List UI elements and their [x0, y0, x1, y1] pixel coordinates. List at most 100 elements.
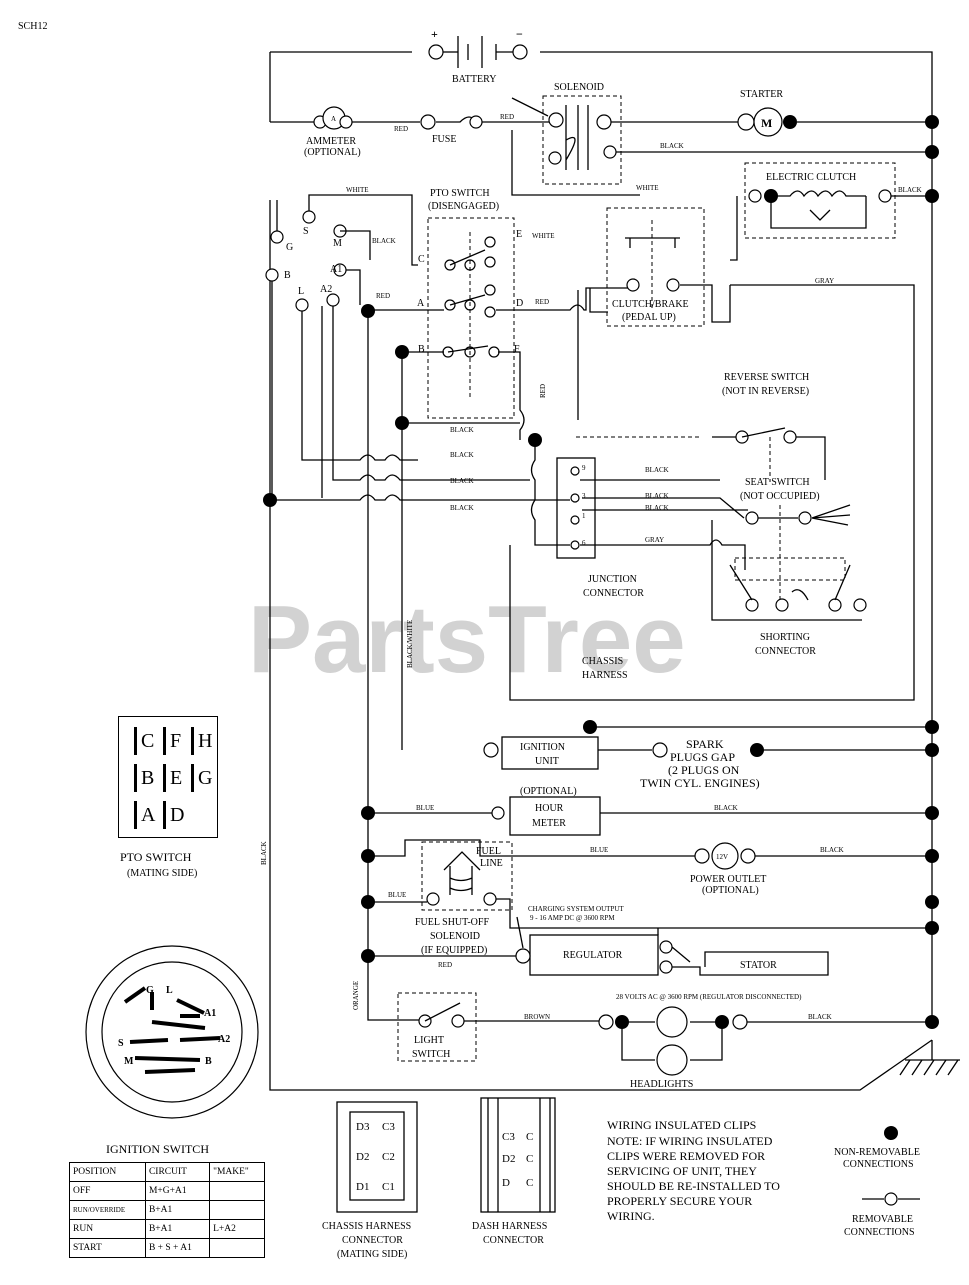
ammeter-label: AMMETER	[306, 136, 356, 147]
junction-label: JUNCTION	[588, 574, 637, 585]
pto-mating-d: D	[163, 801, 189, 829]
pto-mating-title: PTO SWITCH	[120, 850, 192, 864]
fuse	[420, 114, 436, 130]
wire-label-black-6: BLACK	[450, 504, 474, 512]
wire-label-red-3: RED	[376, 292, 390, 300]
pto-mating-a: A	[134, 801, 160, 829]
wire-label-black-10: BLACK	[645, 504, 669, 512]
wire-label-black-3: BLACK	[450, 426, 474, 434]
legend-removable: REMOVABLE	[852, 1214, 913, 1225]
non-removable-dot	[884, 1126, 898, 1140]
ignition-switch-table: POSITION CIRCUIT "MAKE" OFF M+G+A1 RUN/O…	[69, 1162, 265, 1258]
headlight-2	[656, 1044, 688, 1076]
wire-label-black-4: BLACK	[450, 451, 474, 459]
wire-label-black-12: BLACK	[820, 846, 844, 854]
starter-label: STARTER	[740, 89, 783, 100]
ign-face-m: M	[124, 1056, 134, 1067]
light-switch-contact	[424, 1002, 461, 1022]
notes-block: WIRING INSULATED CLIPS NOTE: IF WIRING I…	[607, 1118, 780, 1223]
junction-label-2: CONNECTOR	[583, 588, 644, 599]
wire-label-gray-1: GRAY	[815, 277, 834, 285]
regulator-label: REGULATOR	[563, 950, 623, 961]
dhc-pin-d: D	[502, 1177, 510, 1189]
wire-label-orange: ORANGE	[352, 981, 360, 1010]
fuel-solenoid-label: FUEL SHUT-OFF	[415, 917, 489, 928]
hour-meter-optional: (OPTIONAL)	[520, 786, 577, 797]
shorting-label-2: CONNECTOR	[755, 646, 816, 657]
ignition-switch-title: IGNITION SWITCH	[106, 1142, 209, 1156]
dhc-pin-c-2: C	[526, 1153, 533, 1165]
seat-switch-sublabel: (NOT OCCUPIED)	[740, 491, 820, 502]
pto-pin-b: B	[418, 344, 425, 355]
junction-connector-box	[556, 457, 596, 559]
ign-row-position: RUN/OVERRIDE	[69, 1200, 146, 1220]
ign-header-position: POSITION	[69, 1162, 146, 1182]
fuse-label: FUSE	[432, 134, 456, 145]
pto-mating-f: F	[163, 727, 189, 755]
ign-face-b: B	[205, 1056, 212, 1067]
dhc-pin-d2: D2	[502, 1153, 515, 1165]
pto-switch-mating-grid: C F H B E G A D	[118, 716, 218, 838]
seat-switch-label: SEAT SWITCH	[745, 477, 810, 488]
ign-row-position: RUN	[69, 1219, 146, 1239]
fuel-line-label: FUEL	[476, 846, 501, 857]
jc-pin-3: 3	[582, 492, 586, 500]
power-outlet	[711, 842, 739, 870]
light-switch-label-2: SWITCH	[412, 1049, 450, 1060]
pto-switch-contacts	[442, 232, 500, 400]
shorting-label: SHORTING	[760, 632, 810, 643]
pto-mating-b: B	[134, 764, 160, 792]
shorting-connector-wires	[711, 520, 862, 621]
table-row: RUN B+A1 L+A2	[69, 1219, 265, 1239]
ign-header-circuit: CIRCUIT	[144, 1162, 211, 1182]
seat-switch-contact	[758, 504, 851, 526]
note-line-2: NOTE: IF WIRING INSULATED	[607, 1134, 773, 1148]
chassis-harness-connector: D3 C3 D2 C2 D1 C1	[336, 1101, 418, 1213]
pto-pin-e: E	[516, 229, 522, 240]
shorting-connector-box	[734, 557, 846, 581]
hour-meter-label: HOUR	[535, 803, 564, 814]
wire-label-blue-1: BLUE	[416, 804, 434, 812]
clutch-brake-sublabel: (PEDAL UP)	[622, 312, 676, 323]
ign-row-position: OFF	[69, 1181, 146, 1201]
pto-pin-c: C	[418, 254, 425, 265]
power-outlet-symbol: 12V	[716, 853, 728, 861]
note-line-7: WIRING.	[607, 1209, 655, 1223]
solenoid-box	[542, 95, 622, 185]
chc-pin-d2: D2	[356, 1151, 369, 1163]
battery-label: BATTERY	[452, 74, 496, 85]
pto-pin-d: D	[516, 298, 523, 309]
ign-row-circuit: B + S + A1	[144, 1238, 211, 1258]
ign-face-l: L	[166, 985, 173, 996]
chc-title: CHASSIS HARNESS	[322, 1221, 411, 1232]
hour-meter-box	[509, 796, 601, 836]
starter-symbol: M	[761, 116, 772, 130]
ign-pin-s: S	[303, 226, 309, 237]
chassis-harness-label-2: HARNESS	[582, 670, 628, 681]
electric-clutch-label: ELECTRIC CLUTCH	[766, 172, 856, 183]
ammeter-symbol: A	[331, 115, 336, 123]
dhc-pin-c3: C3	[502, 1131, 515, 1143]
dash-harness-connector: C3 C D2 C D C	[480, 1097, 556, 1213]
starter-motor	[753, 107, 783, 137]
wire-label-red-2: RED	[500, 113, 514, 121]
chassis-harness-label: CHASSIS	[582, 656, 623, 667]
wire-label-black-5: BLACK	[450, 477, 474, 485]
light-switch-label: LIGHT	[414, 1035, 444, 1046]
hour-meter-label-2: METER	[532, 818, 566, 829]
ignition-unit-label-2: UNIT	[535, 756, 559, 767]
left-main-wire	[269, 52, 933, 1091]
chc-subtitle: (MATING SIDE)	[337, 1249, 407, 1260]
wire-label-black-7: BLACK	[898, 186, 922, 194]
table-row: OFF M+G+A1	[69, 1181, 265, 1201]
chc-title-2: CONNECTOR	[342, 1235, 403, 1246]
solenoid-coil	[565, 105, 589, 170]
ign-table-header: POSITION CIRCUIT "MAKE"	[69, 1162, 265, 1182]
battery-positive-label: +	[431, 27, 438, 41]
power-outlet-label: POWER OUTLET	[690, 874, 766, 885]
ign-face-a1: A1	[204, 1008, 216, 1019]
ign-face-g: G	[146, 985, 154, 996]
power-outlet-sublabel: (OPTIONAL)	[702, 885, 759, 896]
solenoid-label: SOLENOID	[554, 82, 604, 93]
